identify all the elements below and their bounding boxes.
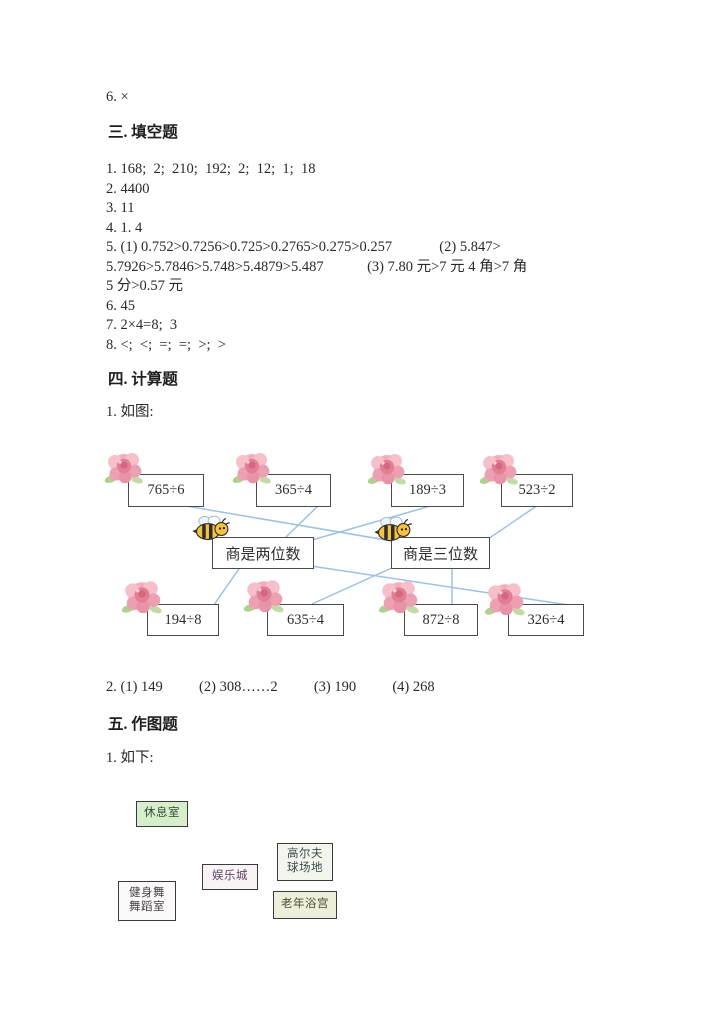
- room-box-bath: 老年浴宫: [273, 891, 337, 919]
- fill-answer-line: 5 分>0.57 元: [106, 278, 184, 294]
- rose-icon: [479, 451, 519, 487]
- fill-answer-line: 1. 168; 2; 210; 192; 2; 12; 1; 18: [106, 161, 316, 177]
- fill-answer-line: 5.7926>5.7846>5.748>5.4879>5.487 (3) 7.8…: [106, 259, 528, 275]
- fill-answer-line: 7. 2×4=8; 3: [106, 317, 178, 333]
- fill-answer-line: 2. 4400: [106, 181, 150, 197]
- rose-icon: [243, 577, 285, 615]
- section-title-fill: 三. 填空题: [108, 124, 178, 141]
- rose-icon: [367, 451, 407, 487]
- rose-icon: [232, 450, 272, 486]
- connector-line: [487, 504, 539, 540]
- rose-icon: [378, 578, 420, 616]
- rose-icon: [484, 580, 526, 618]
- fill-answer-line: 5. (1) 0.752>0.7256>0.725>0.2765>0.275>0…: [106, 239, 501, 255]
- category-box-two-digit: 商是两位数: [212, 537, 314, 569]
- draw-item1-label: 1. 如下:: [106, 750, 154, 766]
- rose-icon: [104, 450, 144, 486]
- rose-icon: [121, 578, 163, 616]
- section-title-draw: 五. 作图题: [108, 716, 178, 733]
- connector-line: [210, 565, 242, 610]
- fill-answer-line: 3. 11: [106, 200, 135, 216]
- fill-answer-line: 8. <; <; =; =; >; >: [106, 337, 226, 353]
- bee-icon: [372, 516, 412, 543]
- calc-item1-label: 1. 如图:: [106, 404, 154, 420]
- calc-item2-answers: 2. (1) 149 (2) 308……2 (3) 190 (4) 268: [106, 679, 435, 695]
- fill-answer-line: 6. 45: [106, 298, 135, 314]
- connector-line: [310, 565, 576, 607]
- room-box-rest: 休息室: [136, 801, 188, 827]
- room-box-gym: 健身舞 舞蹈室: [118, 881, 176, 921]
- fill-answer-line: 4. 1. 4: [106, 220, 143, 236]
- room-box-fun: 娱乐城: [202, 864, 258, 890]
- bee-icon: [190, 515, 230, 542]
- room-box-golf: 高尔夫 球场地: [277, 843, 333, 881]
- section-title-calc: 四. 计算题: [108, 371, 178, 388]
- connector-line: [284, 503, 321, 539]
- division-box: 523÷2: [501, 474, 573, 507]
- judge-answer-6: 6. ×: [106, 89, 129, 105]
